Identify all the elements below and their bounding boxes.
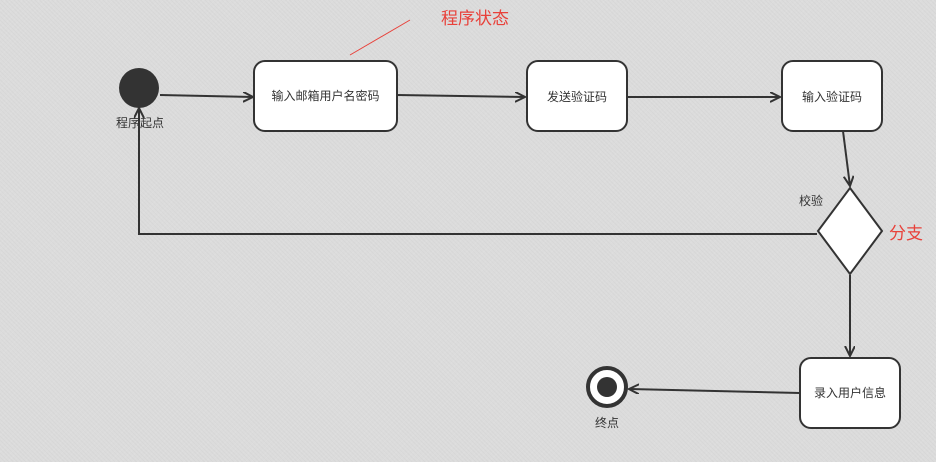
start-label: 程序起点	[116, 115, 164, 130]
annotation-program-state: 程序状态	[441, 9, 509, 29]
end-label: 终点	[595, 415, 619, 430]
flow-input-credentials-to-send-code	[396, 95, 525, 97]
flow-start-to-input-credentials	[159, 95, 253, 97]
flow-decision-fail-to-start	[139, 108, 817, 235]
flow-record-info-to-end	[629, 389, 801, 393]
state-input-credentials	[253, 60, 398, 132]
state-record-info-label: 录入用户信息	[814, 385, 886, 400]
end-node-core	[597, 377, 617, 397]
flow-input-code-to-decision	[842, 130, 850, 186]
decision-label: 校验	[799, 193, 823, 208]
annotation-branch: 分支	[889, 224, 923, 244]
state-input-code-label: 输入验证码	[802, 89, 862, 104]
state-send-code-label: 发送验证码	[547, 89, 607, 104]
state-record-info	[799, 357, 901, 429]
annotation-pointer-line	[349, 19, 411, 56]
state-input-credentials-label: 输入邮箱用户名密码	[271, 88, 379, 103]
start-node	[119, 68, 159, 108]
decision-node	[816, 186, 884, 276]
state-input-code	[781, 60, 883, 132]
state-send-code	[526, 60, 628, 132]
